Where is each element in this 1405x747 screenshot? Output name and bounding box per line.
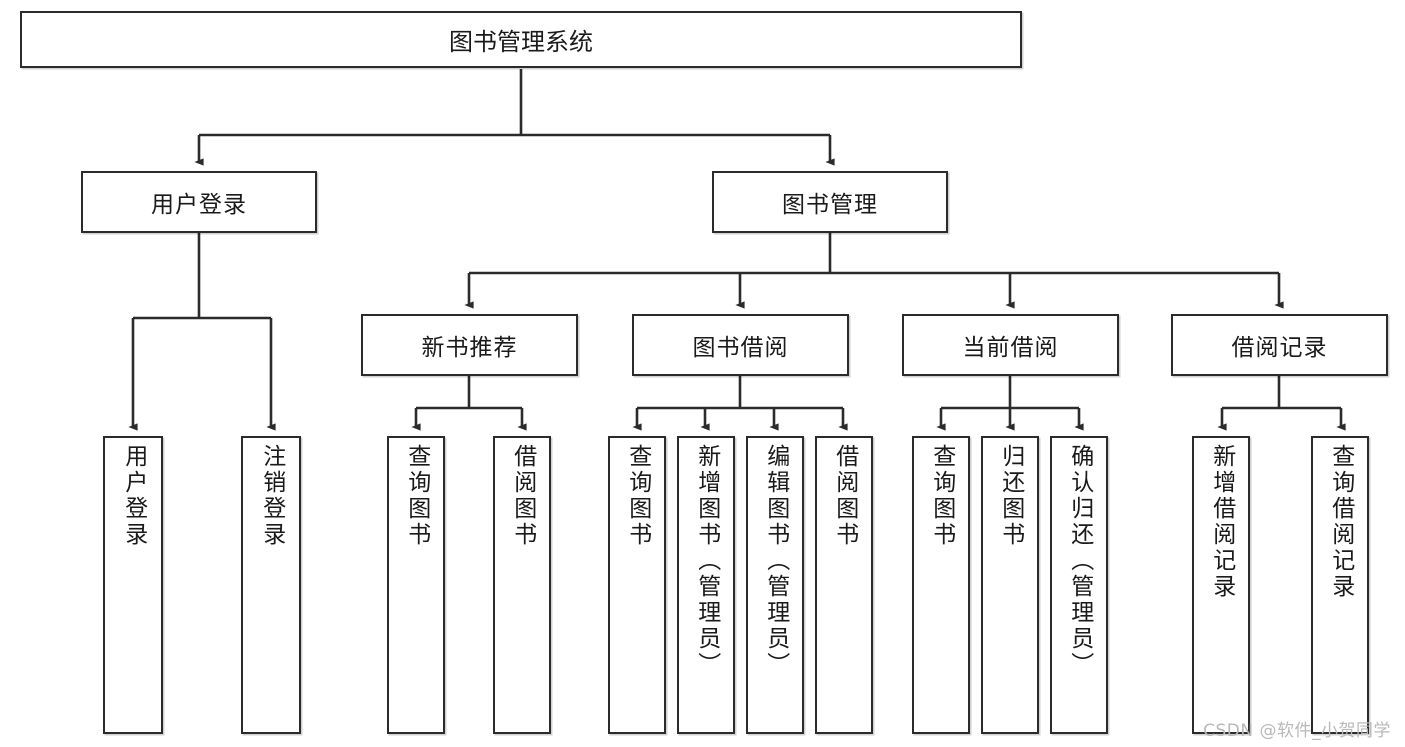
leaf-confirm-return-admin[interactable]: 确认归还（管理员） bbox=[1050, 436, 1108, 734]
leaf-label: 查询图书 bbox=[624, 444, 651, 548]
node-current-borrow[interactable]: 当前借阅 bbox=[902, 314, 1119, 376]
node-new-book-recommend[interactable]: 新书推荐 bbox=[361, 314, 578, 376]
leaf-query-borrow-record[interactable]: 查询借阅记录 bbox=[1311, 436, 1369, 734]
leaf-borrow-book[interactable]: 借阅图书 bbox=[815, 436, 873, 734]
leaf-query-book-borrow[interactable]: 查询图书 bbox=[608, 436, 666, 734]
leaf-label: 查询图书 bbox=[403, 444, 430, 548]
leaf-label: 新增借阅记录 bbox=[1208, 444, 1235, 600]
node-user-login[interactable]: 用户登录 bbox=[81, 171, 317, 233]
node-label: 图书管理 bbox=[782, 192, 878, 218]
node-label: 新书推荐 bbox=[421, 335, 518, 361]
node-label: 当前借阅 bbox=[962, 335, 1059, 361]
leaf-label: 编辑图书（管理员） bbox=[762, 444, 789, 678]
leaf-label: 注销登录 bbox=[258, 444, 285, 548]
leaf-label: 查询借阅记录 bbox=[1327, 444, 1354, 600]
node-borrow-record[interactable]: 借阅记录 bbox=[1171, 314, 1388, 376]
leaf-user-login[interactable]: 用户登录 bbox=[103, 436, 163, 734]
node-label: 图书管理系统 bbox=[449, 28, 593, 56]
leaf-return-book[interactable]: 归还图书 bbox=[981, 436, 1039, 734]
leaf-label: 新增图书（管理员） bbox=[693, 444, 720, 678]
leaf-label: 确认归还（管理员） bbox=[1066, 444, 1093, 678]
node-label: 用户登录 bbox=[151, 192, 247, 218]
leaf-label: 借阅图书 bbox=[509, 444, 536, 548]
leaf-label: 查询图书 bbox=[928, 444, 955, 548]
node-label: 借阅记录 bbox=[1231, 335, 1328, 361]
leaf-add-book-admin[interactable]: 新增图书（管理员） bbox=[677, 436, 735, 734]
leaf-logout[interactable]: 注销登录 bbox=[241, 436, 301, 734]
leaf-label: 借阅图书 bbox=[831, 444, 858, 548]
leaf-label: 用户登录 bbox=[120, 444, 147, 548]
node-root-system[interactable]: 图书管理系统 bbox=[20, 11, 1022, 68]
leaf-add-borrow-record[interactable]: 新增借阅记录 bbox=[1192, 436, 1250, 734]
leaf-query-book-recommend[interactable]: 查询图书 bbox=[387, 436, 445, 734]
leaf-borrow-book-recommend[interactable]: 借阅图书 bbox=[493, 436, 551, 734]
node-book-management[interactable]: 图书管理 bbox=[712, 171, 948, 233]
node-book-borrow[interactable]: 图书借阅 bbox=[632, 314, 849, 376]
leaf-edit-book-admin[interactable]: 编辑图书（管理员） bbox=[746, 436, 804, 734]
leaf-query-book-current[interactable]: 查询图书 bbox=[912, 436, 970, 734]
node-label: 图书借阅 bbox=[692, 335, 789, 361]
leaf-label: 归还图书 bbox=[997, 444, 1024, 548]
